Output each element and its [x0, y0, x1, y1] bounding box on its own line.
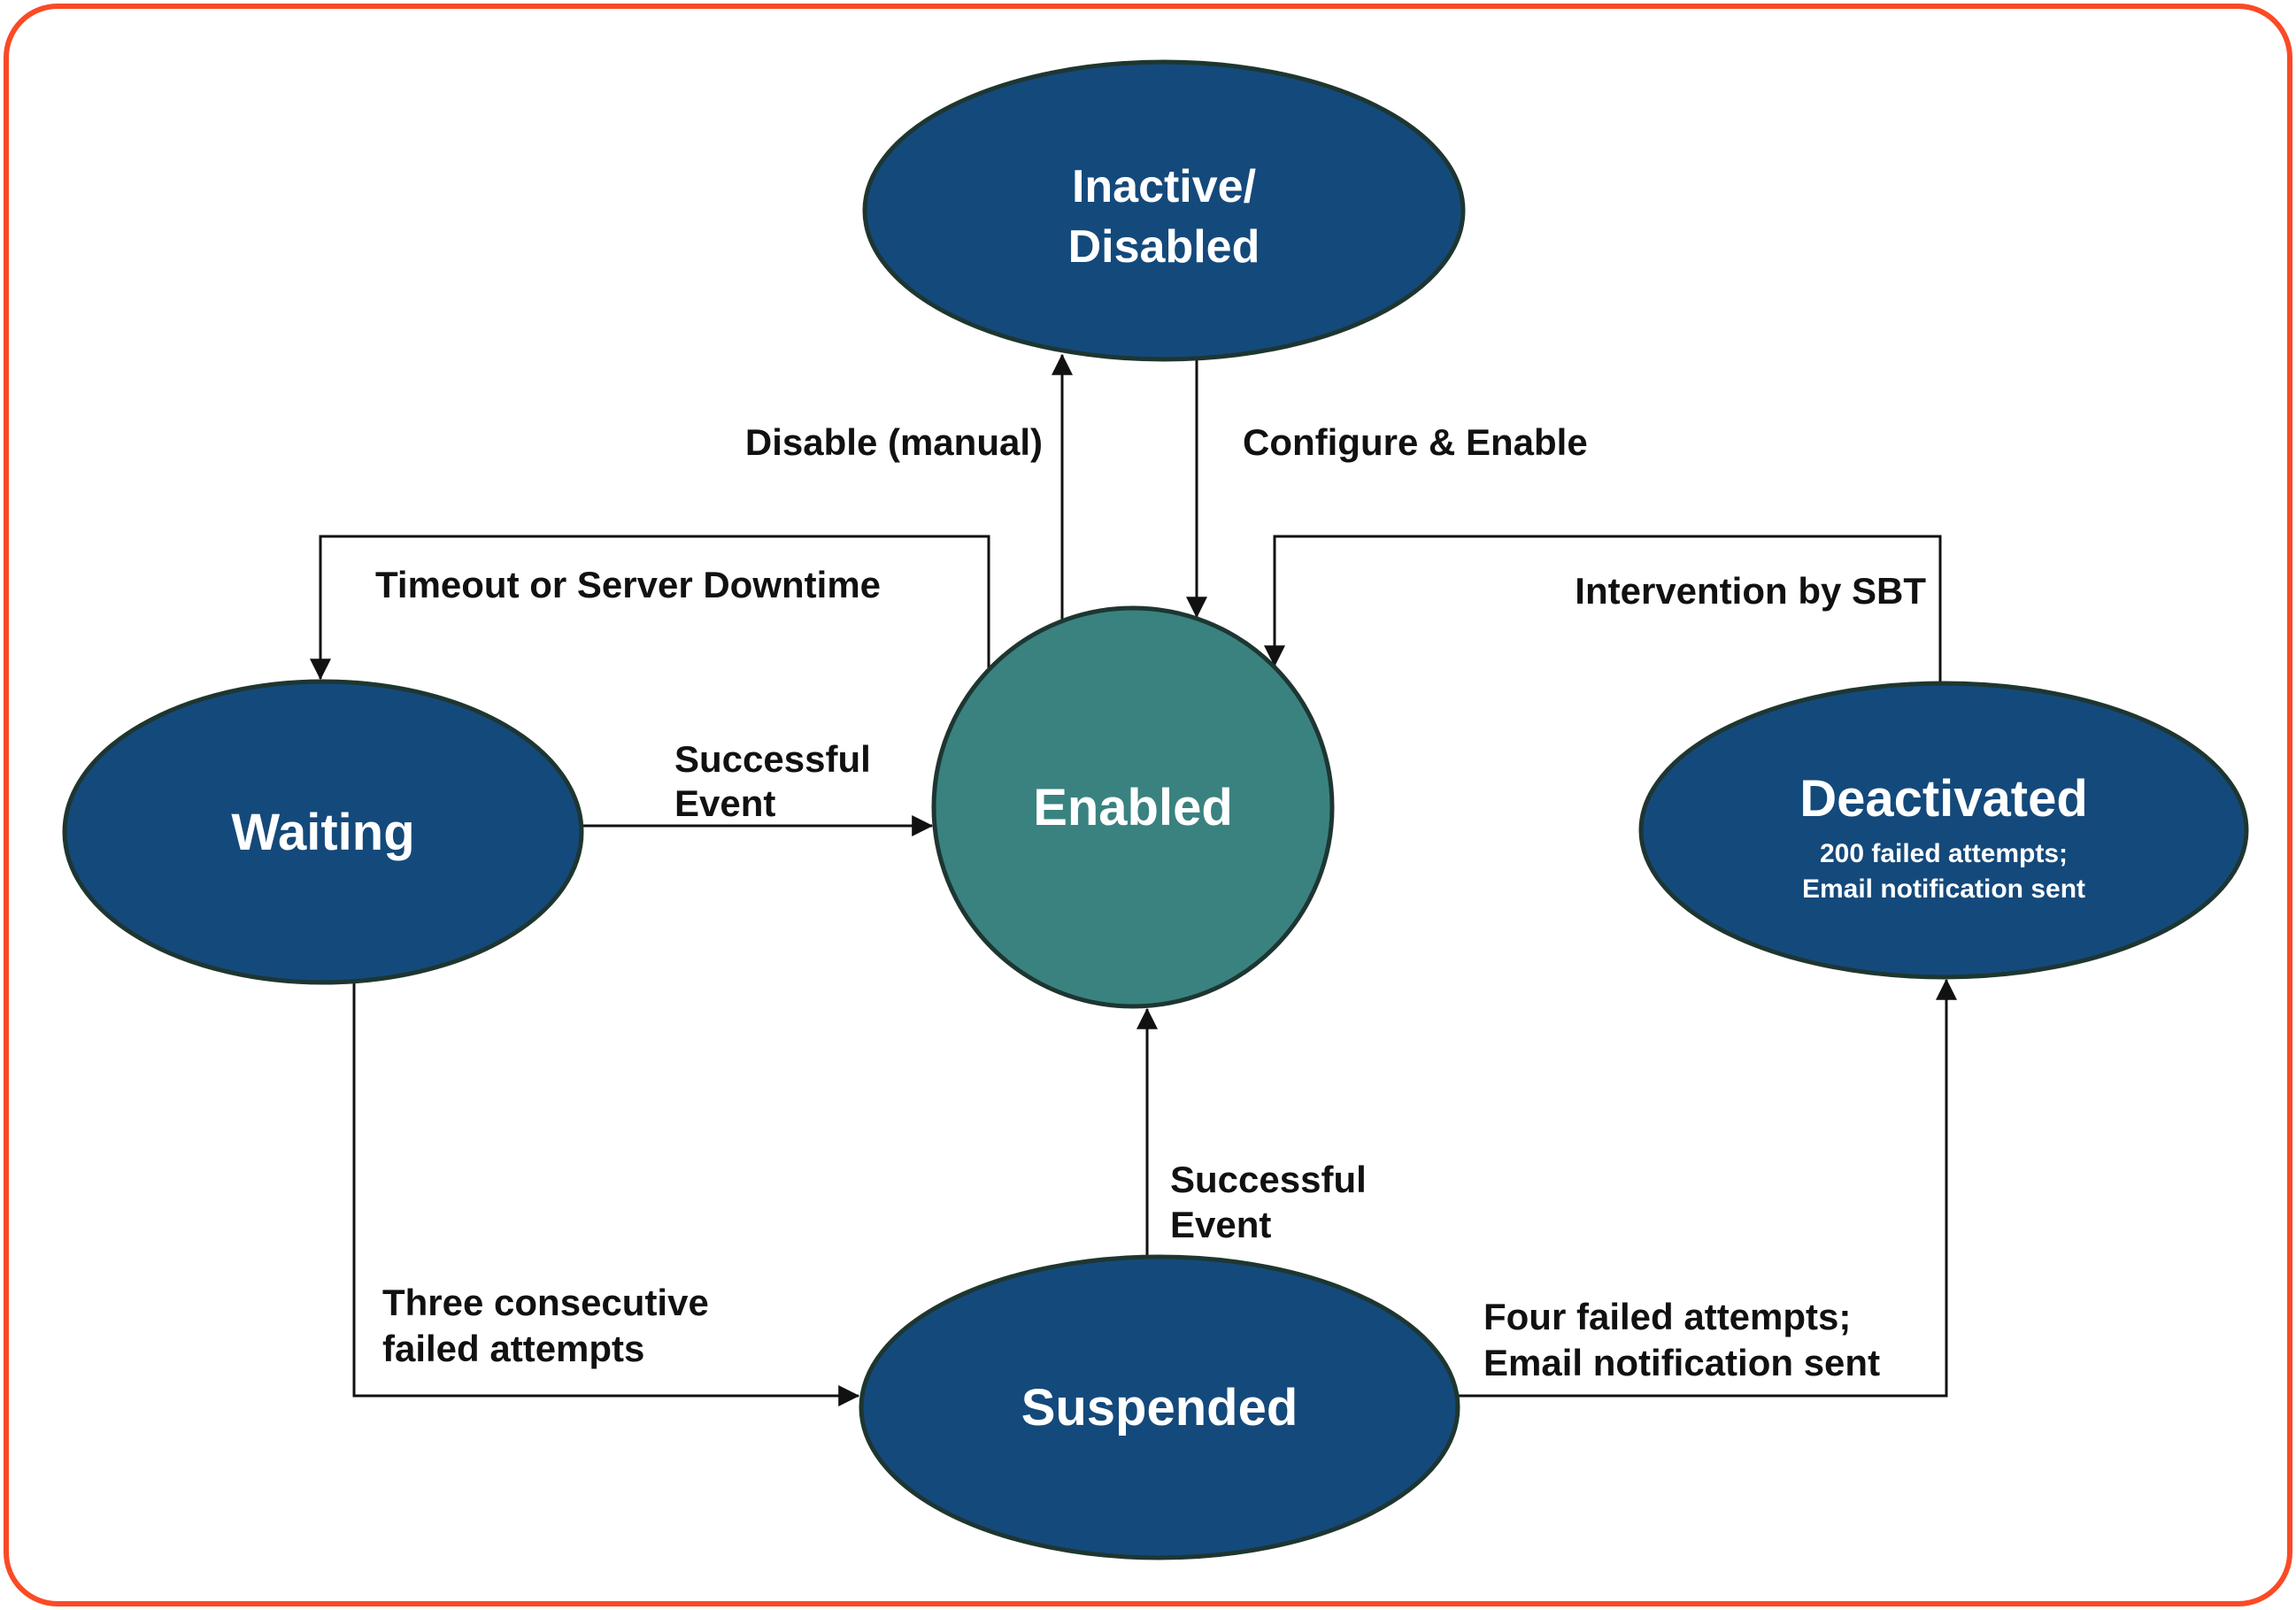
state-enabled-label: Enabled [1033, 779, 1233, 836]
label-timeout-server-downtime: Timeout or Server Downtime [375, 564, 881, 605]
label-three-consecutive-line2: failed attempts [382, 1328, 644, 1369]
edge-three-consecutive-failed [352, 981, 860, 1406]
label-successful-event-waiting-line2: Event [674, 782, 775, 824]
state-enabled: Enabled [931, 605, 1335, 1009]
state-suspended: Suspended [859, 1254, 1460, 1560]
state-waiting: Waiting [62, 679, 584, 985]
label-four-failed-line2: Email notification sent [1483, 1342, 1880, 1383]
label-intervention-by-sbt: Intervention by SBT [1575, 570, 1926, 612]
label-four-failed-line1: Four failed attempts; [1483, 1296, 1851, 1337]
state-inactive-disabled-label-line2: Disabled [1068, 221, 1260, 273]
state-suspended-shape [859, 1254, 1460, 1560]
label-successful-event-suspended-line1: Successful [1170, 1159, 1367, 1200]
label-configure-enable: Configure & Enable [1243, 421, 1588, 463]
edge-intervention-by-sbt [1264, 535, 1942, 682]
state-inactive-disabled-label-line1: Inactive/ [1072, 161, 1256, 212]
label-three-consecutive-line1: Three consecutive [382, 1282, 709, 1323]
label-disable-manual: Disable (manual) [745, 421, 1043, 463]
state-deactivated-shape [1638, 681, 2249, 980]
state-waiting-label: Waiting [231, 804, 414, 861]
state-deactivated: Deactivated 200 failed attempts; Email n… [1638, 681, 2249, 980]
edge-four-failed-attempts [1456, 978, 1957, 1398]
state-suspended-label: Suspended [1021, 1379, 1298, 1437]
edge-timeout-server-downtime [310, 535, 990, 681]
state-inactive-disabled: Inactive/ Disabled [862, 59, 1466, 362]
state-deactivated-sub2: Email notification sent [1802, 874, 2085, 904]
state-inactive-disabled-shape [862, 59, 1466, 362]
state-waiting-shape [62, 679, 584, 985]
state-deactivated-sub1: 200 failed attempts; [1820, 839, 2068, 868]
state-enabled-shape [931, 605, 1335, 1009]
state-deactivated-label: Deactivated [1799, 770, 2088, 828]
label-successful-event-waiting-line1: Successful [674, 738, 871, 780]
label-successful-event-suspended-line2: Event [1170, 1204, 1271, 1245]
